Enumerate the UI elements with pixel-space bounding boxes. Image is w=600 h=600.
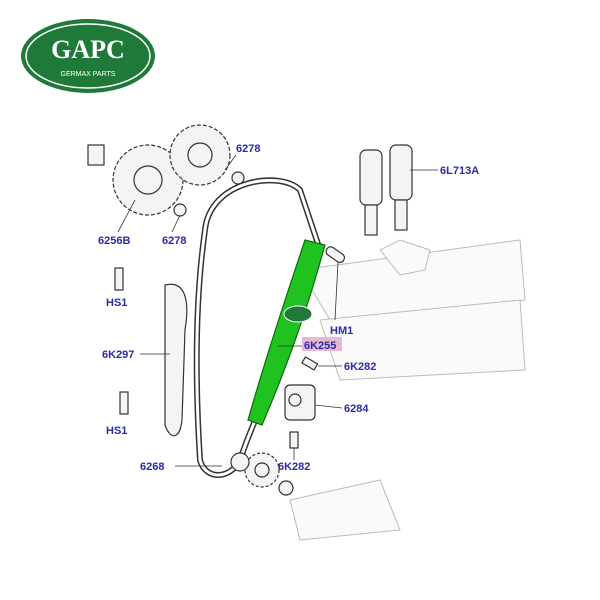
callout-highlight [302,337,342,351]
timing-chain [193,177,324,478]
callout-HS1-top[interactable]: HS1 [106,297,127,309]
callout-6268[interactable]: 6268 [140,461,164,473]
fixed-chain-guide-highlighted [247,239,326,426]
callout-6284[interactable]: 6284 [344,403,369,415]
callout-6L713A[interactable]: 6L713A [440,165,479,177]
watermark-logo [283,305,313,323]
callout-6278-bottom[interactable]: 6278 [162,235,186,247]
camshaft-assembly [289,239,526,541]
callout-6K282-top[interactable]: 6K282 [344,361,376,373]
germax-parts-logo: GAPC GERMAX PARTS [21,19,155,93]
callout-6K282-bottom[interactable]: 6K282 [278,461,310,473]
svg-text:GERMAX PARTS: GERMAX PARTS [61,71,116,78]
cam-sprocket [87,124,245,217]
callout-HM1[interactable]: HM1 [330,325,353,337]
callout-6K255[interactable]: 6K255 [304,340,336,352]
tensioner-guide [164,283,188,437]
callout-6256B[interactable]: 6256B [98,235,130,247]
callout-HS1-bottom[interactable]: HS1 [106,425,127,437]
callout-6K297[interactable]: 6K297 [102,349,134,361]
callout-6278-top[interactable]: 6278 [236,143,260,155]
vvt-solenoid [359,144,413,236]
svg-text:GAPC: GAPC [51,35,125,64]
